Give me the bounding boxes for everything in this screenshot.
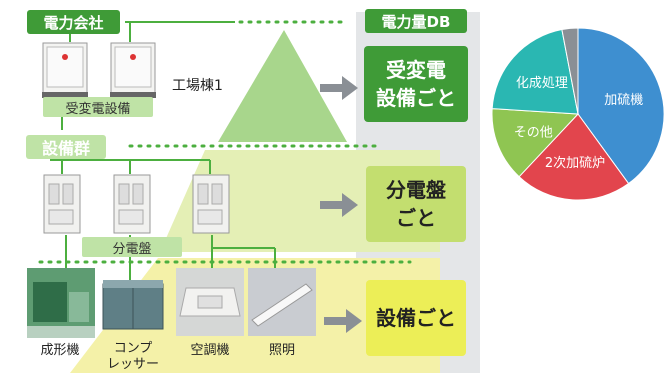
compressor-icon (102, 280, 164, 330)
pie-slice (491, 108, 580, 178)
equipment-db-line: 設備ごと (376, 306, 456, 330)
pyramid-top (218, 30, 347, 142)
pie-slice (518, 113, 630, 201)
pie-slice-label: 化成処理 (516, 76, 568, 91)
compressor-label-line2: レッサー (106, 357, 159, 372)
company-tag: 電力会社 (27, 10, 120, 34)
factory-label: 工場棟1 (172, 78, 223, 94)
pie-chart: 加硫機 2次加硫炉 その他 化成処理 (491, 27, 665, 201)
pie-slice-label: その他 (514, 126, 553, 141)
aircon-icon (176, 268, 244, 336)
molding-machine-icon (27, 268, 95, 338)
panel-icon-2 (113, 174, 151, 234)
equipment-db-box: 設備ごと (366, 280, 466, 356)
pie-slice (577, 27, 665, 185)
transformer-db-line1: 受変電 (386, 58, 446, 82)
panel-db-box: 分電盤 ごと (366, 166, 466, 242)
transformer-db-box: 受変電 設備ごと (364, 46, 468, 122)
pie-slice (561, 27, 579, 115)
molding-label: 成形機 (40, 343, 80, 358)
pie-slice (491, 28, 579, 115)
arrow-icon-3 (324, 309, 362, 333)
panel-db-line2: ごと (396, 206, 436, 230)
db-header-tag: 電力量DB (365, 9, 467, 33)
panel-icon-3 (192, 174, 230, 234)
compressor-label-line1: コンプ (113, 341, 153, 356)
transformer-label: 受変電設備 (43, 97, 153, 117)
panel-db-line1: 分電盤 (386, 178, 446, 202)
lighting-icon (248, 268, 316, 336)
transformer-cabinet-icon-2 (110, 42, 156, 98)
transformer-cabinet-icon (42, 42, 88, 98)
arrow-icon-1 (320, 76, 358, 100)
aircon-label: 空調機 (190, 343, 230, 358)
lighting-label: 照明 (268, 343, 295, 358)
pie-slice-label: 加硫機 (604, 93, 643, 108)
panel-label: 分電盤 (82, 237, 182, 257)
equipment-group-tag: 設備群 (26, 135, 106, 159)
pie-slice-label: 2次加硫炉 (545, 155, 605, 171)
transformer-db-line2: 設備ごと (376, 86, 456, 110)
arrow-icon-2 (320, 193, 358, 217)
panel-icon-1 (43, 174, 81, 234)
